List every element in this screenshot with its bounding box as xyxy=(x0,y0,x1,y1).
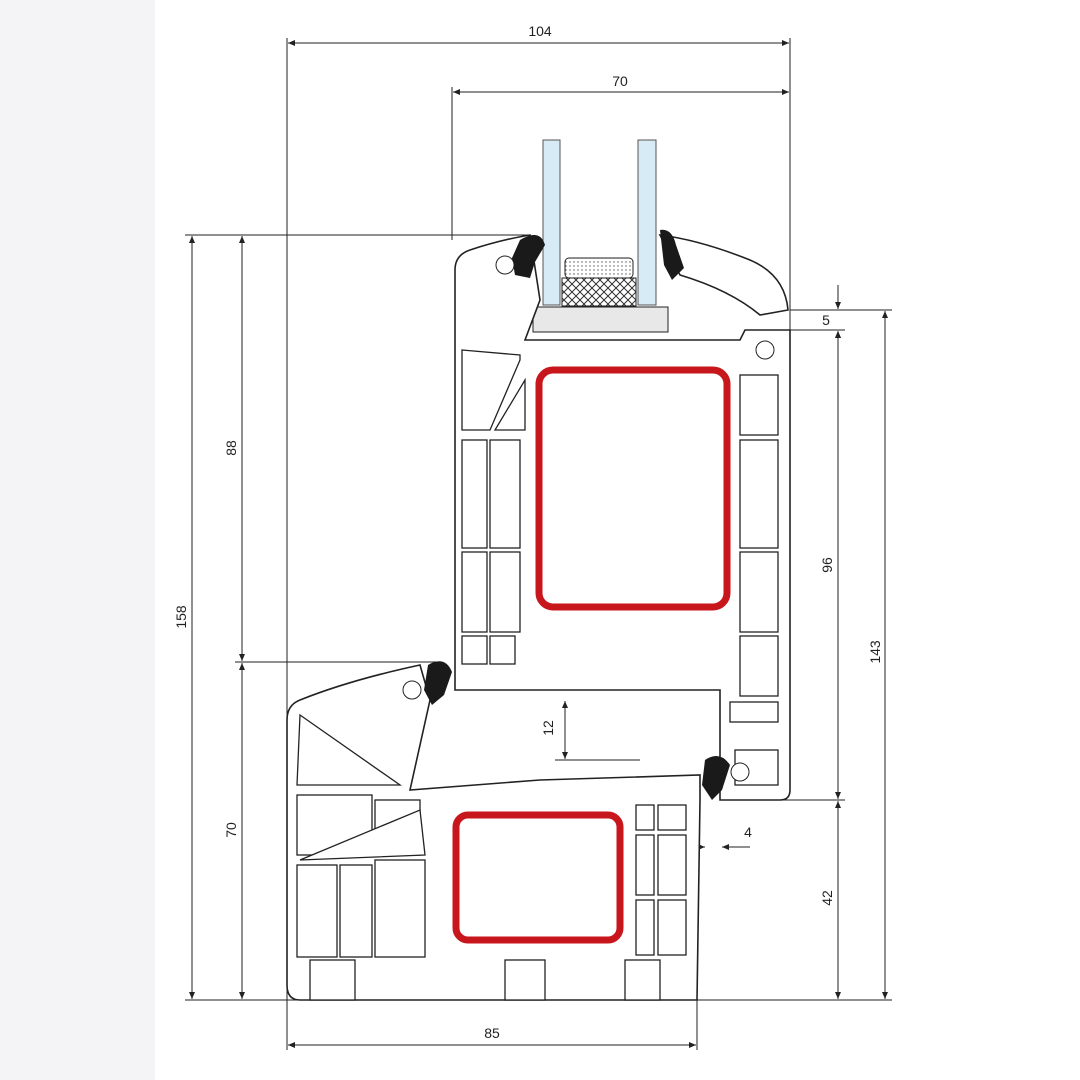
dim-overlap: 12 xyxy=(540,720,556,736)
dim-sash-width: 70 xyxy=(612,73,628,89)
dim-overall-width: 104 xyxy=(528,23,552,39)
frame-inner-gasket xyxy=(702,756,730,800)
dimension-lines xyxy=(189,40,888,1048)
gaskets xyxy=(402,229,775,800)
frame-steel-reinforcement xyxy=(452,811,624,944)
glass-pane-inner xyxy=(637,139,657,306)
outer-glazing-gasket xyxy=(512,235,545,278)
dim-total-right-height: 143 xyxy=(867,640,883,664)
sash-profile xyxy=(454,234,791,801)
dim-sash-height: 88 xyxy=(223,440,239,456)
glass-pane-outer xyxy=(542,139,561,306)
dim-frame-width: 85 xyxy=(484,1025,500,1041)
inner-glazing-gasket xyxy=(660,229,684,280)
dim-frame-lower: 42 xyxy=(819,890,835,906)
dim-inner-height: 96 xyxy=(819,557,835,573)
sealant xyxy=(561,277,637,307)
dim-gap: 4 xyxy=(744,824,752,840)
frame-profile xyxy=(286,664,701,1001)
dim-overall-height: 158 xyxy=(173,605,189,629)
frame-outer-gasket xyxy=(424,661,452,705)
glazing-unit xyxy=(532,139,669,333)
dim-frame-height: 70 xyxy=(223,822,239,838)
glazing-block xyxy=(532,306,669,333)
left-margin-strip xyxy=(0,0,155,1080)
dimension-labels: 104 70 5 158 88 70 143 96 42 12 4 85 xyxy=(173,23,883,1041)
sash-steel-reinforcement xyxy=(535,366,731,611)
spacer-bar xyxy=(564,257,634,279)
dim-glass-rebate: 5 xyxy=(822,312,830,328)
